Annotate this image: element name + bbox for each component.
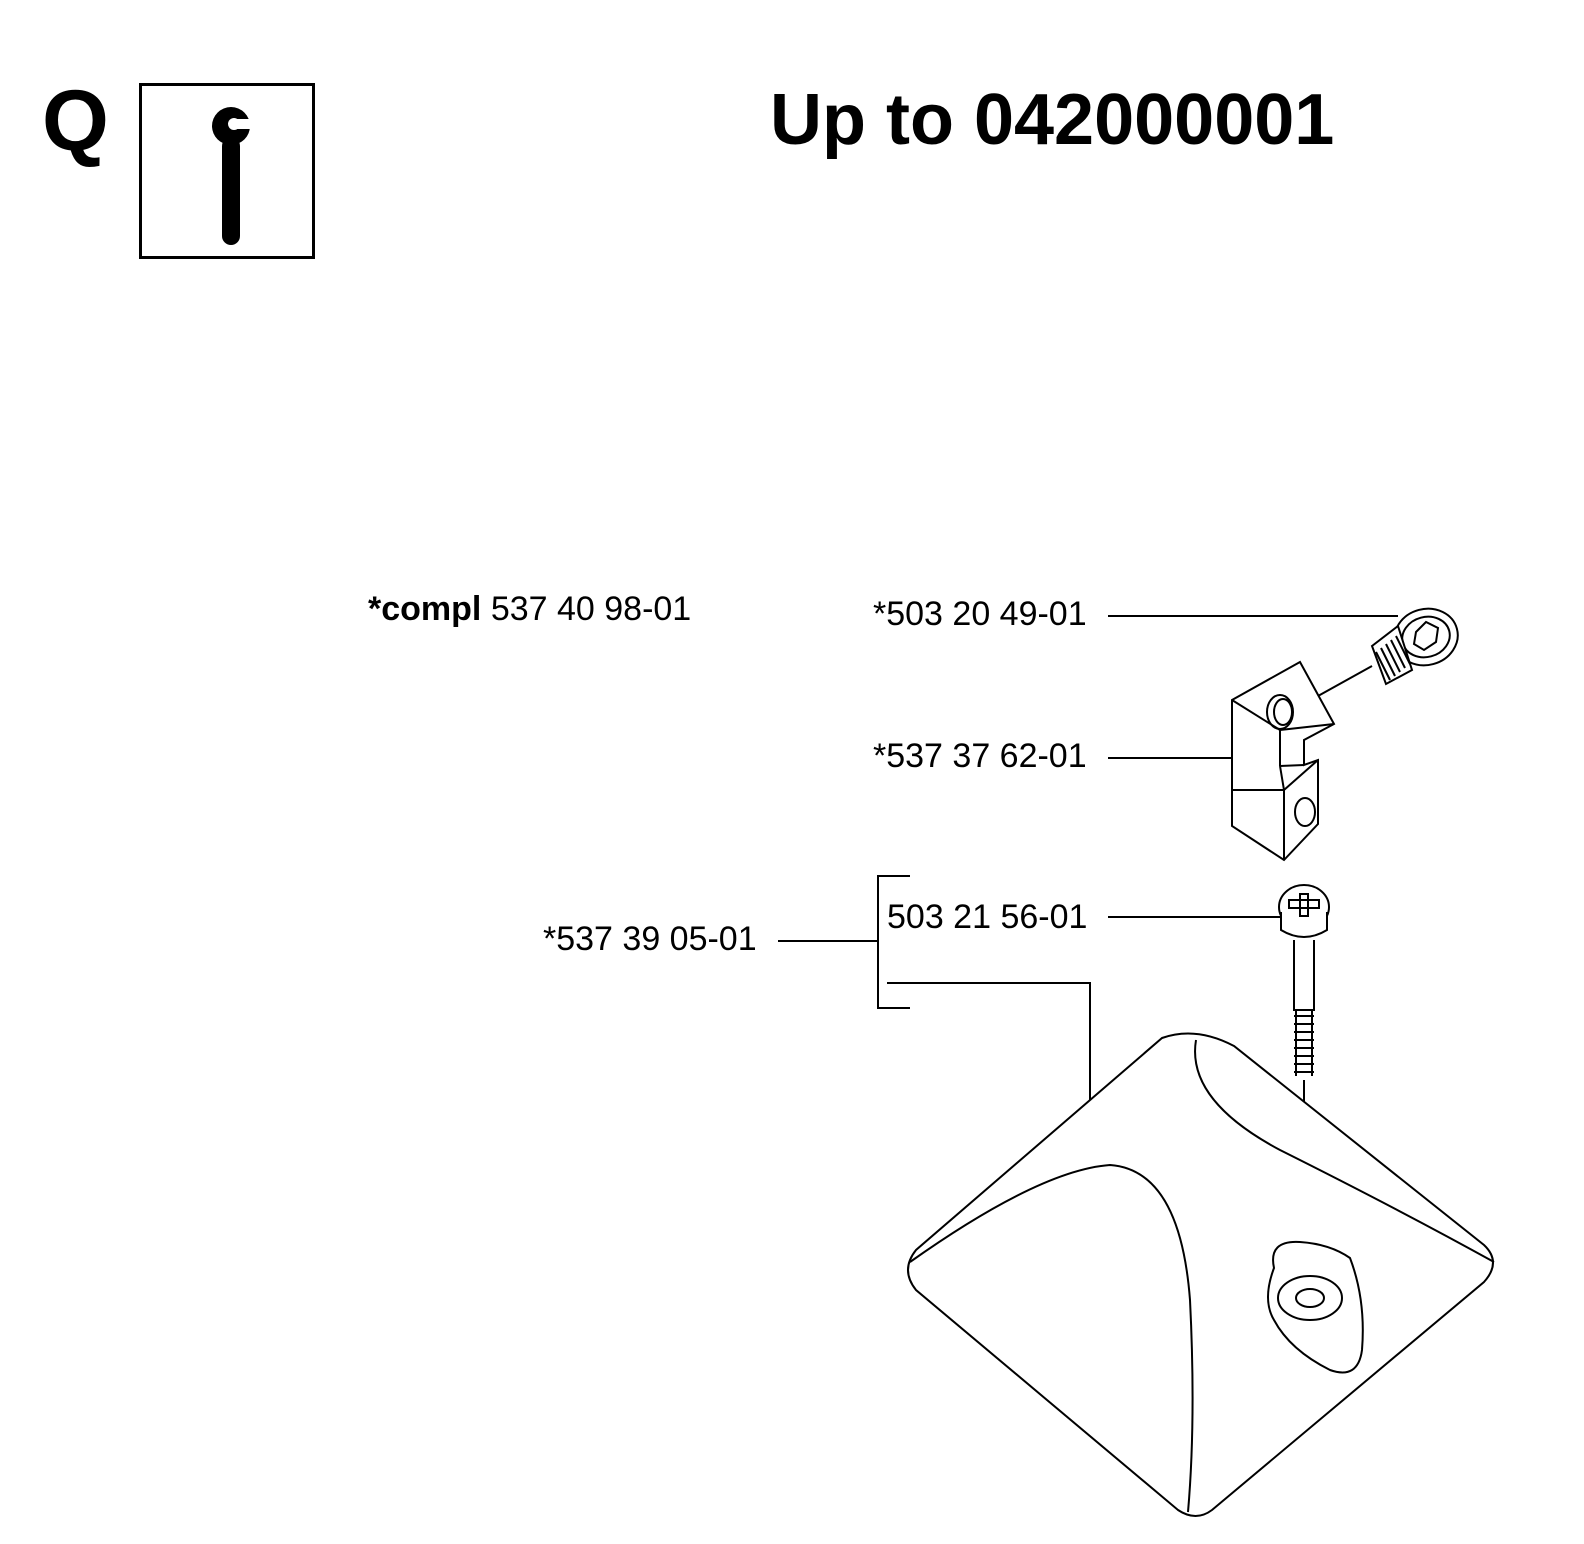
complete-assembly-label: *compl 537 40 98-01 [368,592,691,626]
socket-head-screw [1281,607,1459,717]
service-symbol-box [139,83,315,259]
wrench-service-icon [212,107,257,245]
kit-bracket [877,875,910,1009]
clamp-block [1231,660,1336,862]
part-label-screw-top: *503 20 49-01 [873,595,1087,633]
compl-prefix: *compl [368,590,482,628]
page-title: Up to 042000001 [770,80,1335,160]
section-letter: Q [42,73,109,169]
part-label-screw-long: 503 21 56-01 [887,898,1088,936]
part-label-block: *537 37 62-01 [873,737,1087,775]
part-label-kit: *537 39 05-01 [543,920,757,958]
base-foot [907,1032,1495,1517]
compl-part-number: 537 40 98-01 [490,590,692,628]
leader-line-base [887,982,1091,1100]
